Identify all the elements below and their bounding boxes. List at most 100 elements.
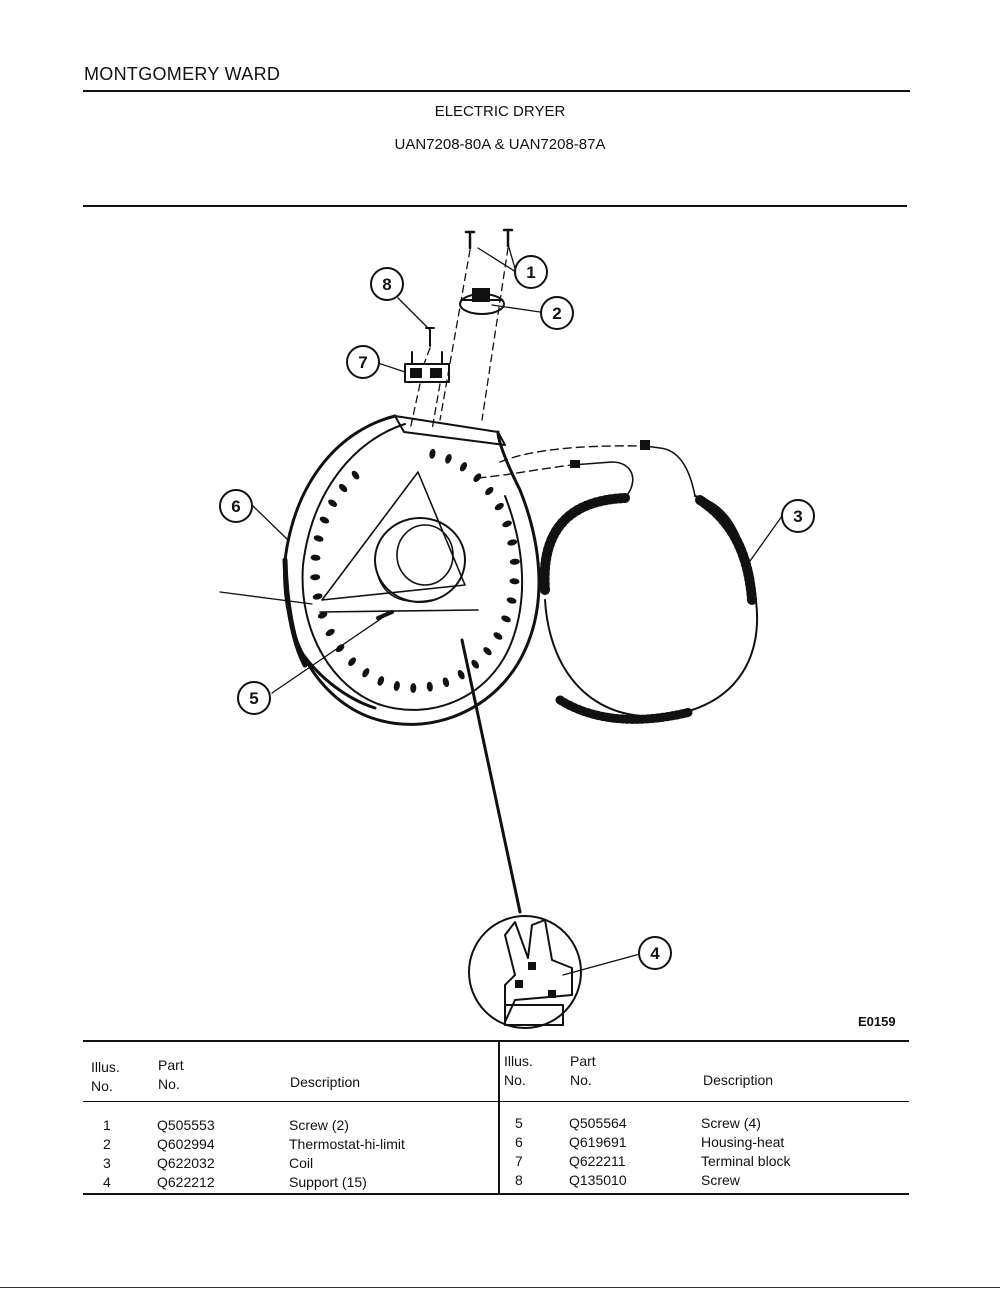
table-top-rule: [83, 1040, 909, 1042]
support-slot: [473, 473, 482, 483]
support-slot: [338, 483, 348, 493]
callout-circle-7: [346, 345, 380, 379]
table-row-part: Q622212: [157, 1174, 215, 1190]
terminal-screw: [425, 327, 435, 347]
table-row-desc: Thermostat-hi-limit: [289, 1136, 405, 1152]
header-description-left: Description: [290, 1074, 361, 1090]
table-row-illus: 8: [515, 1172, 523, 1188]
table-row-illus: 7: [515, 1153, 523, 1169]
table-row-part: Q505553: [157, 1117, 215, 1133]
support-slot: [445, 453, 452, 464]
heater-housing: [282, 414, 541, 726]
table-column-divider: [498, 1041, 500, 1194]
header-description-right: Description: [703, 1072, 774, 1088]
thermostat: [459, 288, 505, 315]
table-row-part: Q619691: [569, 1134, 627, 1150]
callout-circle-1: [514, 255, 548, 289]
support-slot: [429, 448, 436, 459]
callout-circle-2: [540, 296, 574, 330]
callout-label-6: 6: [231, 497, 240, 516]
support-slot: [501, 615, 511, 623]
support-slot: [313, 535, 324, 542]
support-slot: [509, 558, 520, 565]
terminal-block: [404, 351, 450, 383]
thermostat-screws: [464, 228, 514, 250]
callout-circle-3: [781, 499, 815, 533]
table-row-desc: Screw: [701, 1172, 740, 1188]
table-row-part: Q602994: [157, 1136, 215, 1152]
support-slot: [494, 502, 504, 511]
table-row-part: Q622211: [569, 1153, 626, 1169]
support-slot: [471, 659, 480, 669]
callout-circle-8: [370, 267, 404, 301]
table-row-illus: 3: [103, 1155, 111, 1171]
heating-coil: [477, 440, 759, 724]
callout-label-2: 2: [552, 304, 561, 323]
support-slot: [328, 499, 338, 507]
header-illus-no-right: Illus. No.: [504, 1053, 533, 1088]
model-numbers: UAN7208-80A & UAN7208-87A: [394, 136, 606, 153]
diagram-code: E0159: [858, 1014, 896, 1029]
callout-circle-4: [638, 936, 672, 970]
table-row-illus: 6: [515, 1134, 523, 1150]
diagram-top-rule: [83, 205, 907, 207]
support-slot: [493, 632, 503, 640]
header-rule: [83, 90, 910, 92]
table-header-rule: [83, 1101, 909, 1102]
page-title: ELECTRIC DRYER: [434, 103, 566, 120]
table-row-desc: Screw (4): [701, 1115, 761, 1131]
support-slot: [442, 677, 450, 688]
callout-label-7: 7: [358, 353, 367, 372]
support-slot: [485, 486, 494, 496]
support-slot: [502, 520, 512, 528]
support-slot: [312, 593, 323, 600]
support-slot: [310, 574, 321, 581]
support-slot: [507, 539, 518, 546]
table-row-illus: 4: [103, 1174, 111, 1190]
support-slot: [509, 578, 520, 585]
callout-label-4: 4: [650, 944, 660, 963]
support-slot: [410, 683, 417, 693]
table-bottom-rule: [83, 1193, 909, 1195]
header-part-no-left: Part No.: [158, 1057, 184, 1092]
exploded-parts-diagram: 1 2 3 4 5 6 7 8: [219, 228, 815, 1029]
table-row-part: Q135010: [569, 1172, 627, 1188]
support-slot: [348, 657, 357, 667]
callout-label-8: 8: [382, 275, 391, 294]
support-slot: [351, 470, 360, 480]
header-illus-no-left: Illus. No.: [91, 1059, 120, 1094]
support-slot: [317, 611, 328, 619]
support-slot: [362, 668, 370, 678]
support-detail: [468, 915, 582, 1029]
callout-label-3: 3: [793, 507, 802, 526]
table-row-illus: 5: [515, 1115, 523, 1131]
table-row-illus: 1: [103, 1117, 111, 1133]
callout-circle-5: [237, 681, 271, 715]
support-slot: [506, 597, 517, 604]
support-slot: [319, 516, 330, 524]
header-part-no-right: Part No.: [570, 1053, 596, 1088]
page-edge-rule: [0, 1287, 1000, 1288]
callout-circle-6: [219, 489, 253, 523]
table-row-desc: Coil: [289, 1155, 314, 1171]
table-row-desc: Support (15): [289, 1174, 367, 1190]
table-row-part: Q622032: [157, 1155, 215, 1171]
table-row-part: Q505564: [569, 1115, 627, 1131]
support-slot: [483, 647, 492, 656]
support-slot: [457, 670, 465, 680]
callout-group: 1 2 3 4 5 6 7 8: [219, 255, 815, 970]
table-row-desc: Housing-heat: [701, 1134, 785, 1150]
callout-label-5: 5: [249, 689, 258, 708]
support-slot: [426, 681, 433, 692]
support-slots: [310, 448, 520, 693]
table-row-desc: Screw (2): [289, 1117, 349, 1133]
housing-screw: [376, 610, 394, 620]
support-slot: [393, 681, 400, 691]
support-slot: [335, 644, 345, 653]
brand-name: MONTGOMERY WARD: [84, 64, 281, 84]
support-slot: [310, 554, 321, 561]
table-row-illus: 2: [103, 1136, 111, 1152]
callout-label-1: 1: [526, 263, 535, 282]
support-slot: [325, 628, 335, 637]
support-slot: [377, 676, 385, 686]
